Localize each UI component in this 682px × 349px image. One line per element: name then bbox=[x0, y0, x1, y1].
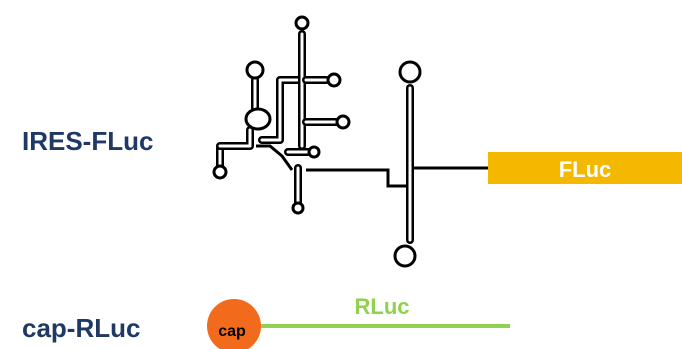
ires-linkers bbox=[256, 144, 488, 188]
ires-stems bbox=[216, 30, 414, 244]
ires-hairpin-loops bbox=[212, 15, 422, 268]
fluc-gene: FLuc bbox=[488, 152, 682, 184]
fluc-label: FLuc bbox=[559, 157, 612, 182]
cap-circle bbox=[207, 299, 261, 349]
cap-rluc-construct: RLuc cap bbox=[207, 294, 510, 349]
rluc-label: RLuc bbox=[355, 294, 410, 319]
ires-fluc-construct-label: IRES-FLuc bbox=[22, 126, 154, 156]
fluc-bar bbox=[488, 152, 682, 184]
ires-structure bbox=[212, 15, 488, 268]
cap-rluc-construct-label: cap-RLuc bbox=[22, 313, 141, 343]
cap-circle-label: cap bbox=[218, 323, 246, 340]
